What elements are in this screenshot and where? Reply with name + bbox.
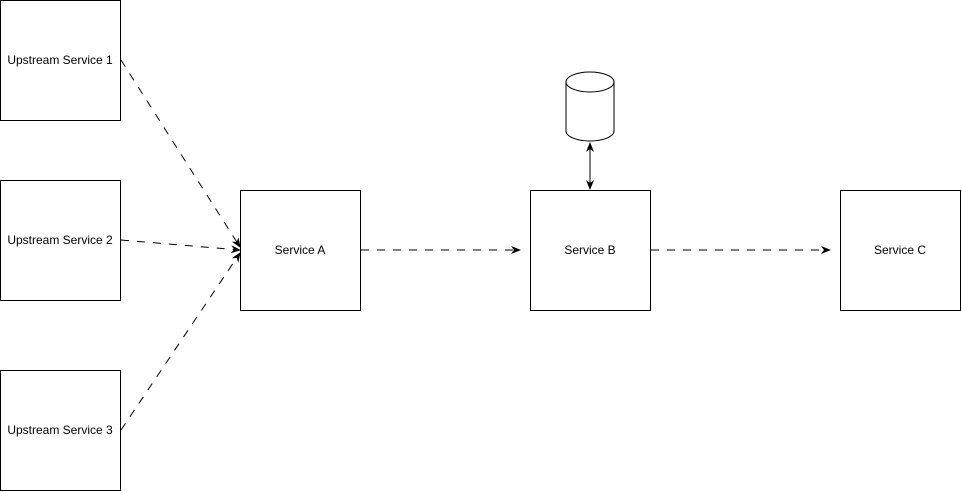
node-label: Service A xyxy=(275,243,326,257)
node-label: Upstream Service 3 xyxy=(7,423,113,437)
database-body xyxy=(565,82,615,142)
node-label: Service B xyxy=(564,243,615,257)
node-box xyxy=(240,190,361,311)
edge-upstream-3-to-service-a[interactable] xyxy=(120,252,241,431)
node-box xyxy=(0,0,121,121)
node-label: Upstream Service 2 xyxy=(7,233,113,247)
node-box xyxy=(840,190,961,311)
node-label: Service C xyxy=(874,243,926,257)
node-box xyxy=(0,370,121,491)
node-box xyxy=(0,180,121,301)
node-service-a[interactable]: Service A xyxy=(240,190,361,311)
edges-group xyxy=(120,59,831,431)
node-label: Upstream Service 1 xyxy=(7,53,113,67)
node-upstream-service-3[interactable]: Upstream Service 3 xyxy=(0,370,121,491)
node-upstream-service-1[interactable]: Upstream Service 1 xyxy=(0,0,121,121)
node-box xyxy=(530,190,651,311)
edge-upstream-1-to-service-a[interactable] xyxy=(120,59,241,248)
node-upstream-service-2[interactable]: Upstream Service 2 xyxy=(0,180,121,301)
database-top xyxy=(565,71,615,93)
node-service-b[interactable]: Service B xyxy=(530,190,651,311)
node-service-c[interactable]: Service C xyxy=(840,190,961,311)
edge-upstream-2-to-service-a[interactable] xyxy=(120,239,241,254)
database-cylinder-icon[interactable] xyxy=(565,71,615,142)
